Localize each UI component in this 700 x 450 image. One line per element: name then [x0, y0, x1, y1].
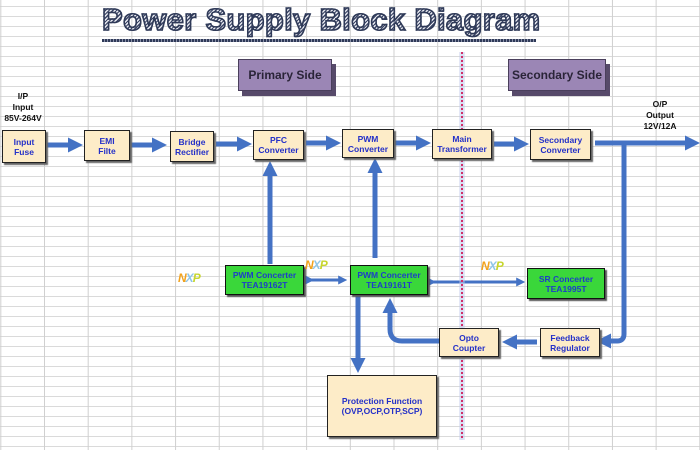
nxp-logo-icon: NXP	[178, 271, 201, 285]
input-label-line: 85V-264V	[4, 113, 42, 123]
logo-letter: P	[495, 259, 504, 273]
block-label: Converter	[258, 145, 299, 155]
block-pfc-converter[interactable]: PFC Converter	[253, 130, 304, 160]
block-input-fuse[interactable]: Input Fuse	[2, 130, 46, 163]
block-bridge-rectifier[interactable]: Bridge Rectifier	[170, 131, 214, 162]
input-label: I/P Input 85V-264V	[0, 91, 46, 124]
title-underline	[102, 39, 536, 42]
block-label: Opto	[459, 332, 479, 343]
ic-pwm-controller[interactable]: PWM Concerter TEA19161T	[350, 265, 428, 295]
nxp-logo-icon: NXP	[481, 259, 504, 273]
nxp-logo-icon: NXP	[305, 258, 328, 272]
logo-letter: P	[192, 271, 201, 285]
logo-letter: N	[481, 259, 490, 273]
ic-label: PWM Concerter	[232, 270, 297, 280]
ic-label: TEA19162T	[241, 280, 288, 290]
block-label: Fuse	[14, 146, 34, 157]
logo-letter: N	[178, 271, 187, 285]
block-label: PWM	[357, 133, 379, 144]
block-label: Input	[13, 136, 35, 147]
logo-letter: X	[185, 271, 194, 285]
block-emi-filter[interactable]: EMI Filte	[84, 130, 130, 161]
block-label: Secondary	[538, 134, 583, 145]
block-secondary-converter[interactable]: Secondary Converter	[530, 129, 591, 160]
block-feedback-regulator[interactable]: Feedback Regulator	[540, 328, 600, 357]
primary-side-label: Primary Side	[238, 59, 332, 91]
block-label: EMI	[99, 135, 115, 146]
output-label-line: 12V/12A	[643, 121, 677, 131]
ic-sr-controller[interactable]: SR Concerter TEA1995T	[527, 268, 605, 299]
diagram-title: Power Supply Block Diagram	[101, 1, 541, 38]
ic-pfc-controller[interactable]: PWM Concerter TEA19162T	[225, 265, 304, 295]
block-label: Coupter	[452, 342, 486, 353]
block-label: Regulator	[550, 342, 590, 353]
block-label: (OVP,OCP,OTP,SCP)	[341, 406, 423, 416]
block-label: Feedback	[550, 332, 590, 343]
logo-letter: X	[312, 258, 321, 272]
ic-label: TEA1995T	[545, 283, 587, 294]
block-label: Protection Function	[341, 396, 423, 406]
output-label-line: O/P	[652, 99, 668, 109]
block-protection-function[interactable]: Protection Function (OVP,OCP,OTP,SCP)	[327, 375, 437, 437]
input-label-line: I/P	[17, 91, 29, 101]
output-label: O/P Output 12V/12A	[636, 99, 684, 132]
block-main-transformer[interactable]: Main Transformer	[432, 129, 492, 159]
block-label: Converter	[540, 144, 581, 155]
block-label: Main	[452, 134, 472, 144]
ic-label: TEA19161T	[366, 280, 412, 290]
block-pwm-converter[interactable]: PWM Converter	[342, 129, 394, 158]
block-label: Bridge	[178, 136, 206, 147]
isolation-divider	[459, 52, 465, 440]
block-opto-coupler[interactable]: Opto Coupter	[439, 328, 499, 357]
secondary-side-label: Secondary Side	[508, 59, 606, 91]
arrow-opto-to-pwm-ic	[382, 298, 440, 344]
block-label: PFC	[270, 135, 287, 145]
block-label: Transformer	[437, 144, 487, 154]
logo-letter: P	[319, 258, 328, 272]
block-label: Converter	[347, 143, 389, 154]
ic-label: SR Concerter	[538, 273, 594, 284]
ic-label: PWM Concerter	[357, 270, 421, 280]
arrow-output-to-feedback	[596, 145, 627, 349]
block-label: Filte	[98, 145, 116, 156]
input-label-line: Input	[12, 102, 34, 112]
logo-letter: N	[305, 258, 314, 272]
output-label-line: Output	[646, 110, 674, 120]
block-label: Rectifier	[174, 146, 209, 157]
logo-letter: X	[488, 259, 497, 273]
